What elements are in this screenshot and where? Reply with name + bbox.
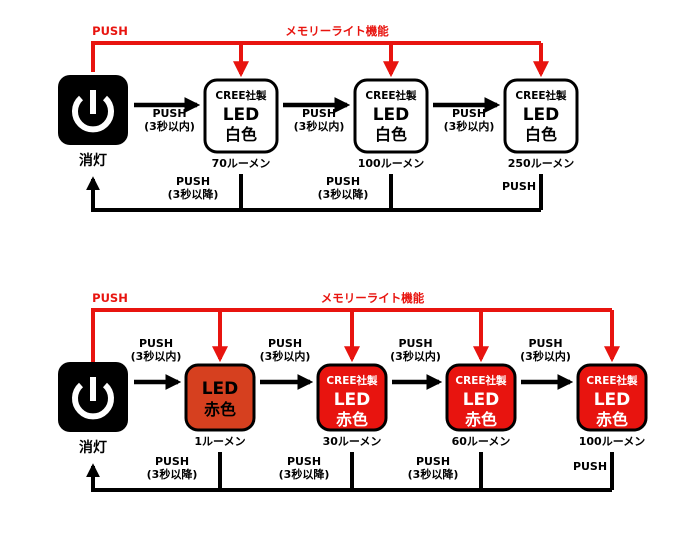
mode-box-bg (576, 363, 648, 432)
power-off-box (58, 75, 128, 145)
memory-light-label: メモリーライト機能 (285, 24, 389, 38)
power-off-box (58, 362, 128, 432)
return-push-label: PUSH (176, 175, 210, 188)
mode-color-label: 赤色 (465, 410, 497, 429)
return-bus-line (86, 463, 612, 492)
step-within-label: (3秒以内) (294, 119, 345, 133)
mode-maker-label: CREE社製 (215, 89, 267, 102)
mode-color-label: 赤色 (204, 400, 236, 419)
return-after-label: (3秒以降) (147, 467, 198, 481)
mode-led-label: LED (373, 105, 410, 125)
step-within-label: (3秒以内) (390, 349, 441, 363)
lumen-label: 60ルーメン (452, 435, 511, 448)
mode-led-label: LED (334, 390, 371, 410)
step-push-label: PUSH (139, 337, 173, 350)
memory-bus-line (91, 308, 612, 362)
mode-maker-label: CREE社製 (515, 89, 567, 102)
memory-bus-line (91, 41, 541, 72)
off-label: 消灯 (79, 439, 107, 456)
power-icon-arc (72, 95, 114, 133)
step-within-label: (3秒以内) (520, 349, 571, 363)
return-after-label: (3秒以降) (168, 187, 219, 201)
mode-box-bg (503, 78, 579, 154)
push-top-label: PUSH (92, 24, 128, 38)
lumen-label: 100ルーメン (358, 157, 425, 170)
lumen-label: 70ルーメン (212, 157, 271, 170)
off-label: 消灯 (79, 152, 107, 169)
mode-led-label: LED (202, 379, 239, 399)
memory-light-label: メモリーライト機能 (321, 291, 425, 305)
lumen-label: 30ルーメン (323, 435, 382, 448)
mode-maker-label: CREE社製 (326, 374, 378, 387)
return-after-label: (3秒以降) (318, 187, 369, 201)
mode-box-bg (203, 78, 279, 154)
lumen-label: 1ルーメン (194, 435, 245, 448)
step-within-label: (3秒以内) (131, 349, 182, 363)
power-icon (72, 377, 114, 420)
power-icon-arc (72, 382, 114, 420)
step-within-label: (3秒以内) (144, 119, 195, 133)
step-push-label: PUSH (398, 337, 432, 350)
mode-color-label: 白色 (225, 125, 257, 144)
mode-maker-label: CREE社製 (365, 89, 417, 102)
step-within-label: (3秒以内) (260, 349, 311, 363)
last-push-label: PUSH (573, 460, 607, 473)
mode-box-bg (353, 78, 429, 154)
return-push-label: PUSH (326, 175, 360, 188)
mode-color-label: 白色 (375, 125, 407, 144)
mode-color-label: 白色 (525, 125, 557, 144)
lumen-label: 250ルーメン (508, 157, 575, 170)
step-push-label: PUSH (302, 107, 336, 120)
step-push-label: PUSH (152, 107, 186, 120)
return-push-label: PUSH (416, 455, 450, 468)
step-push-label: PUSH (528, 337, 562, 350)
last-push-label: PUSH (502, 180, 536, 193)
push-top-label: PUSH (92, 291, 128, 305)
return-after-label: (3秒以降) (279, 467, 330, 481)
return-bus-line (86, 176, 541, 212)
return-after-label: (3秒以降) (408, 467, 459, 481)
step-push-label: PUSH (452, 107, 486, 120)
mode-box-bg (445, 363, 517, 432)
mode-led-label: LED (594, 390, 631, 410)
mode-led-label: LED (463, 390, 500, 410)
power-icon (72, 90, 114, 133)
mode-box-bg (184, 363, 256, 432)
mode-color-label: 赤色 (336, 410, 368, 429)
mode-box-bg (316, 363, 388, 432)
mode-maker-label: CREE社製 (455, 374, 507, 387)
mode-led-label: LED (523, 105, 560, 125)
step-push-label: PUSH (268, 337, 302, 350)
return-push-label: PUSH (287, 455, 321, 468)
return-push-label: PUSH (155, 455, 189, 468)
mode-color-label: 赤色 (596, 410, 628, 429)
mode-maker-label: CREE社製 (586, 374, 638, 387)
step-within-label: (3秒以内) (444, 119, 495, 133)
lumen-label: 100ルーメン (579, 435, 646, 448)
mode-led-label: LED (223, 105, 260, 125)
